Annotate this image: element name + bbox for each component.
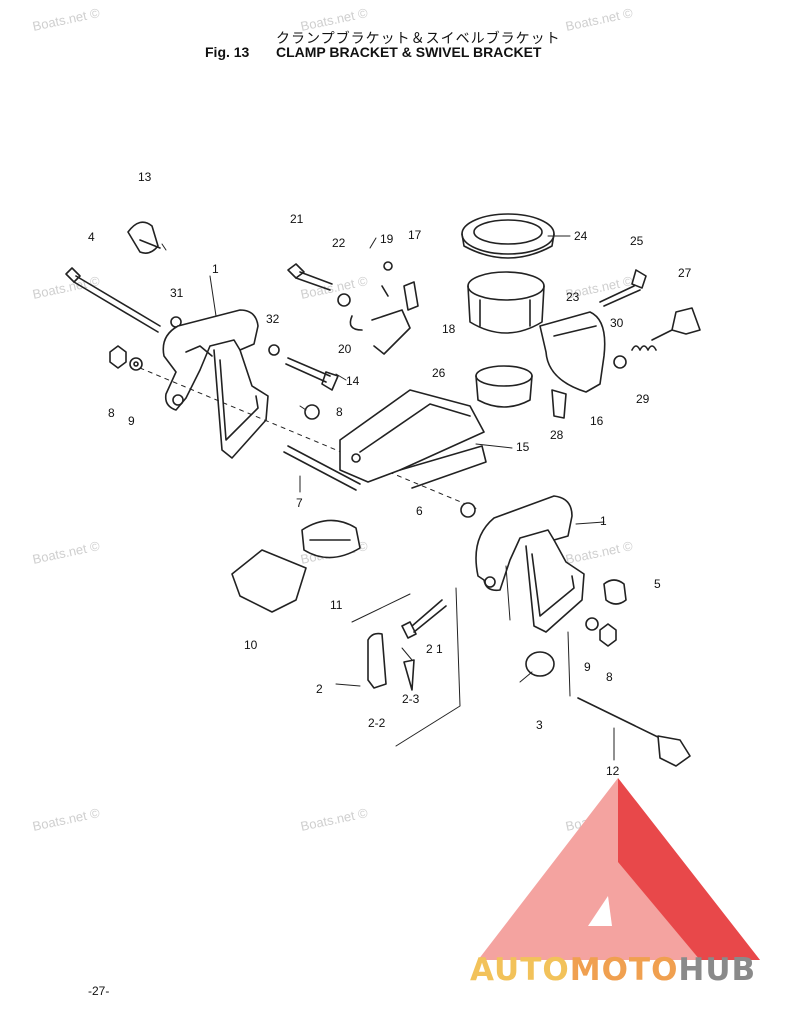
callout-label: 26	[432, 366, 446, 380]
callout-label: 8	[336, 405, 343, 419]
part-pin	[381, 285, 389, 297]
part-washer-9	[585, 617, 599, 631]
part-spring-20	[349, 315, 363, 331]
part-plate-2-2	[367, 632, 387, 689]
part-washer-6	[460, 502, 476, 518]
callout-label: 19	[380, 232, 394, 246]
part-bolt-2-1	[401, 599, 447, 639]
part-bolt-14	[285, 357, 339, 391]
logo-mark	[478, 778, 760, 960]
callout-label: 27	[678, 266, 692, 280]
part-bushing-18	[467, 271, 545, 334]
part-pad-11	[301, 519, 361, 559]
part-ring-32	[268, 344, 280, 356]
part-cap-5	[603, 579, 627, 605]
logo-wordmark: AUTOMOTOHUB	[470, 952, 756, 988]
callout-label: 2-3	[402, 692, 420, 706]
callout-label: 3	[536, 718, 543, 732]
callout-label: 29	[636, 392, 650, 406]
part-spring-29	[631, 345, 657, 351]
callout-label: 2 1	[426, 642, 443, 656]
part-plate-28	[551, 389, 567, 419]
part-lever-20	[371, 309, 411, 355]
callout-label: 6	[416, 504, 423, 518]
part-bolt-25	[599, 269, 647, 307]
callout-label: 30	[610, 316, 624, 330]
callout-label: 25	[630, 234, 644, 248]
callout-label: 1	[600, 514, 607, 528]
callout-label: 22	[332, 236, 346, 250]
callout-label: 31	[170, 286, 184, 300]
callout-label: 11	[330, 598, 343, 612]
callout-label: 2-2	[368, 716, 386, 730]
callout-label: 24	[574, 229, 588, 243]
part-pin-2-3	[403, 659, 415, 691]
part-nut-8	[599, 623, 617, 647]
callout-label: 16	[590, 414, 604, 428]
part-cap-4	[127, 221, 161, 254]
callout-label: 4	[88, 230, 95, 244]
callout-label: 12	[606, 764, 620, 778]
part-ring-24	[461, 213, 555, 259]
part-bushing-26	[475, 365, 533, 408]
leader-lines	[161, 235, 615, 761]
callout-label: 20	[338, 342, 352, 356]
callout-label: 1	[212, 262, 219, 276]
part-long-bolt	[65, 267, 161, 333]
callout-label: 2	[316, 682, 323, 696]
part-pin-17	[403, 281, 419, 311]
callout-label: 28	[550, 428, 564, 442]
logo-triangle-dark	[618, 778, 760, 960]
part-rod-12	[577, 697, 691, 767]
part-washer-8	[304, 404, 320, 420]
part-clamp-bracket-left	[162, 309, 269, 459]
part-grommet-3	[525, 651, 555, 677]
title-english: CLAMP BRACKET & SWIVEL BRACKET	[276, 44, 542, 60]
callout-label: 13	[138, 170, 152, 184]
callout-label: 18	[442, 322, 456, 336]
part-washer-30	[613, 355, 627, 369]
part-tilt-support-10	[231, 549, 307, 613]
callout-label: 8	[606, 670, 613, 684]
callout-label: 17	[408, 228, 422, 242]
logo-word-moto: MOTO	[569, 952, 679, 988]
callout-label: 9	[584, 660, 591, 674]
callout-label: 8	[108, 406, 115, 420]
callout-label: 7	[296, 496, 303, 510]
callout-label: 32	[266, 312, 280, 326]
callout-label: 21	[290, 212, 304, 226]
logo-word-auto: AUTO	[470, 952, 570, 988]
callout-label: 23	[566, 290, 580, 304]
part-clamp-bracket-right	[475, 495, 585, 633]
title-japanese: クランプブラケット＆スイベルブラケット	[276, 30, 561, 46]
figure-label: Fig. 13	[205, 44, 250, 60]
part-washer	[337, 293, 351, 307]
callout-label: 14	[346, 374, 360, 388]
part-nuts-left	[109, 345, 143, 371]
part-lever-27	[651, 307, 701, 341]
part-ring-19	[383, 261, 393, 271]
part-shaft-7	[283, 445, 361, 491]
part-cover-23	[539, 311, 606, 393]
callout-label: 15	[516, 440, 530, 454]
page-number: -27-	[88, 984, 110, 998]
logo-word-hub: HUB	[678, 952, 757, 988]
callout-label: 9	[128, 414, 135, 428]
part-bolt-21	[287, 263, 333, 291]
part-swivel-bracket-15	[339, 389, 487, 489]
callout-label: 10	[244, 638, 258, 652]
callout-label: 5	[654, 577, 661, 591]
